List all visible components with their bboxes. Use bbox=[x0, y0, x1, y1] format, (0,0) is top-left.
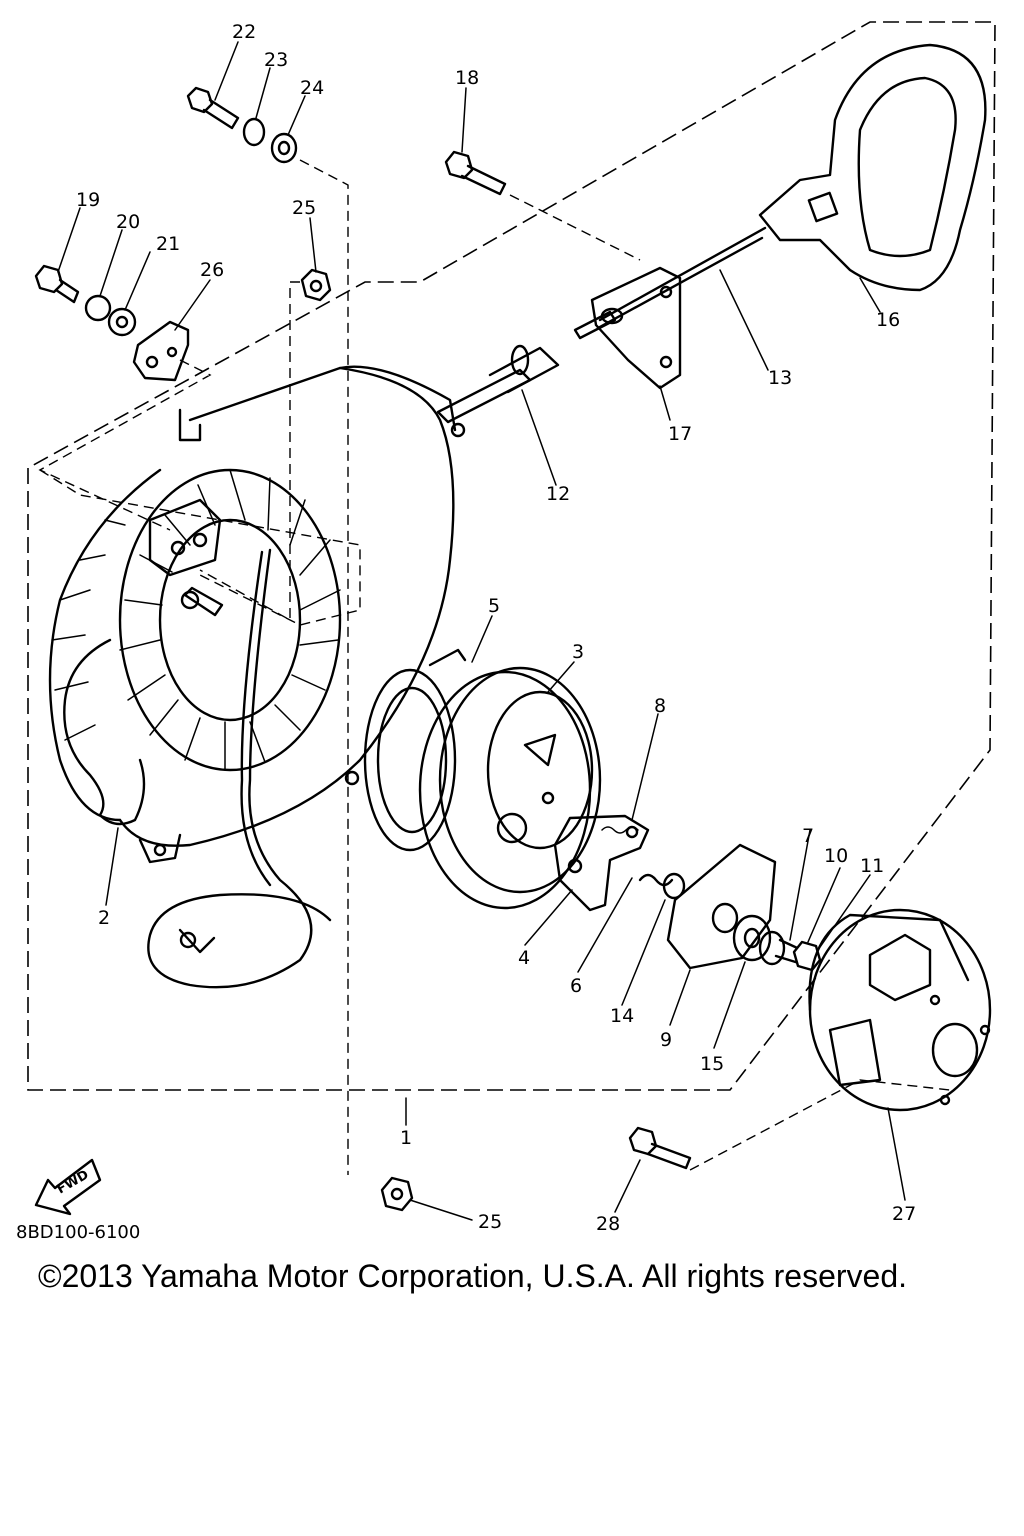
part-label-7: 7 bbox=[802, 825, 814, 847]
part-label-21: 21 bbox=[156, 233, 180, 255]
bolt-28 bbox=[628, 1126, 692, 1170]
bolt-22 bbox=[186, 86, 240, 130]
spring-8 bbox=[601, 826, 639, 834]
drive-cup-27 bbox=[808, 908, 992, 1112]
starter-rope bbox=[147, 548, 332, 989]
outer-cable-12 bbox=[436, 344, 560, 424]
plate-9 bbox=[666, 843, 777, 970]
spring-14 bbox=[638, 872, 686, 900]
part-label-25-top: 25 bbox=[292, 197, 316, 219]
part-label-18: 18 bbox=[455, 67, 479, 89]
part-label-17: 17 bbox=[668, 423, 692, 445]
bolt-18 bbox=[444, 150, 507, 196]
part-label-1: 1 bbox=[400, 1127, 412, 1149]
washer-21 bbox=[107, 307, 137, 337]
part-number-labels: 22 23 24 18 19 20 21 26 25 16 13 17 12 5… bbox=[76, 21, 916, 1235]
part-label-27: 27 bbox=[892, 1203, 916, 1225]
part-label-12: 12 bbox=[546, 483, 570, 505]
cable-fitting bbox=[573, 310, 617, 340]
nut-25-bottom bbox=[380, 1176, 414, 1212]
bolt-19 bbox=[34, 264, 80, 304]
fwd-label: FWD bbox=[55, 1167, 92, 1197]
nut-25-top bbox=[300, 268, 332, 302]
part-label-14: 14 bbox=[610, 1005, 634, 1027]
handle-16 bbox=[758, 43, 987, 292]
washer-23 bbox=[242, 117, 266, 147]
part-label-23: 23 bbox=[264, 49, 288, 71]
part-label-5: 5 bbox=[488, 595, 500, 617]
part-label-25-bottom: 25 bbox=[478, 1211, 502, 1233]
part-label-2: 2 bbox=[98, 907, 110, 929]
part-label-24: 24 bbox=[300, 77, 324, 99]
bracket-17 bbox=[590, 266, 682, 390]
assembly-boundary-dashed bbox=[27, 21, 996, 1091]
part-label-10: 10 bbox=[824, 845, 848, 867]
part-label-4: 4 bbox=[518, 947, 530, 969]
part-label-16: 16 bbox=[876, 309, 900, 331]
plate-26 bbox=[132, 320, 190, 382]
diagram-code: 8BD100-6100 bbox=[16, 1222, 141, 1243]
copyright-notice: ©2013 Yamaha Motor Corporation, U.S.A. A… bbox=[38, 1258, 908, 1294]
part-label-9: 9 bbox=[660, 1029, 672, 1051]
gasket bbox=[63, 638, 146, 826]
washer-20 bbox=[84, 294, 112, 322]
part-label-6: 6 bbox=[570, 975, 582, 997]
part-label-22: 22 bbox=[232, 21, 256, 43]
part-label-20: 20 bbox=[116, 211, 140, 233]
washer-15 bbox=[732, 914, 772, 962]
part-label-8: 8 bbox=[654, 695, 666, 717]
part-label-13: 13 bbox=[768, 367, 792, 389]
starter-housing bbox=[48, 365, 466, 864]
fwd-arrow: FWD bbox=[34, 1158, 102, 1216]
callout-leaders bbox=[57, 41, 906, 1221]
pulley-3 bbox=[418, 666, 602, 910]
leader-lines bbox=[38, 159, 951, 1175]
part-label-15: 15 bbox=[700, 1053, 724, 1075]
part-label-11: 11 bbox=[860, 855, 884, 877]
part-label-19: 19 bbox=[76, 189, 100, 211]
part-label-28: 28 bbox=[596, 1213, 620, 1235]
spring-5 bbox=[363, 648, 467, 852]
part-label-3: 3 bbox=[572, 641, 584, 663]
washer-24 bbox=[270, 132, 298, 164]
part-label-26: 26 bbox=[200, 259, 224, 281]
